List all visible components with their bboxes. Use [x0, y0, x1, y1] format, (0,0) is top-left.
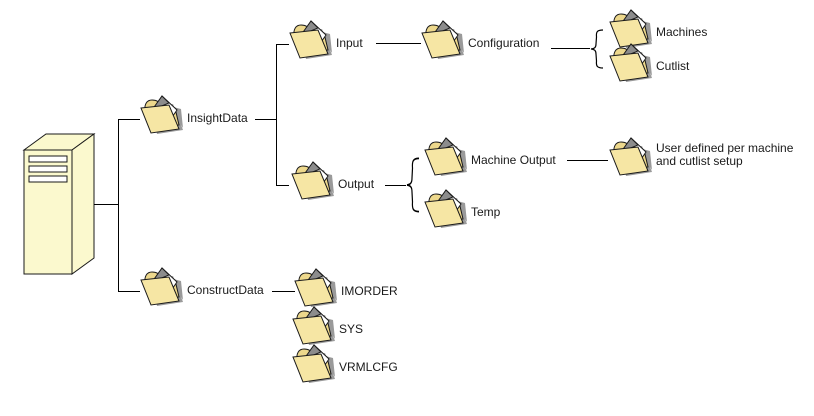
node-constructdata: ConstructData [139, 267, 264, 307]
server-node [21, 131, 97, 277]
folder-icon [291, 306, 337, 346]
folder-icon [423, 189, 469, 229]
user-defined-line2: and cutlist setup [656, 154, 743, 168]
node-temp: Temp [423, 189, 500, 229]
brace-configuration-children [590, 29, 604, 69]
connector-insightdata-out [255, 119, 276, 120]
folder-label-insightdata: InsightData [187, 111, 248, 125]
node-configuration: Configuration [420, 20, 539, 60]
brace-output-children [406, 157, 420, 213]
node-output: Output [290, 161, 374, 201]
folder-label-imorder: IMORDER [341, 284, 398, 298]
node-user-defined: User defined per machine and cutlist set… [608, 137, 793, 177]
folder-label-user-defined: User defined per machine and cutlist set… [656, 142, 793, 168]
node-cutlist: Cutlist [608, 43, 689, 83]
folder-icon [293, 268, 339, 308]
connector-output-brace [385, 185, 406, 186]
folder-label-configuration: Configuration [468, 36, 540, 50]
node-imorder: IMORDER [293, 268, 398, 308]
folder-icon [608, 43, 654, 83]
server-vent-slots [28, 155, 68, 183]
connector-trunk-root [118, 119, 119, 292]
folder-label-machines: Machines [656, 25, 708, 39]
folder-label-machine-output: Machine Output [471, 153, 556, 167]
folder-icon [290, 161, 336, 201]
node-machines: Machines [608, 9, 707, 49]
folder-label-vrmlcfg: VRMLCFG [339, 360, 398, 374]
folder-label-cutlist: Cutlist [656, 59, 690, 73]
connector-trunk-insightdata [276, 44, 277, 186]
connector-input-configuration [376, 43, 421, 44]
user-defined-line1: User defined per machine [656, 141, 794, 155]
folder-icon [420, 20, 466, 60]
folder-label-constructdata: ConstructData [187, 283, 264, 297]
folder-icon [291, 344, 337, 384]
connector-constructdata-imorder [272, 291, 295, 292]
folder-icon [423, 137, 469, 177]
folder-icon [608, 137, 654, 177]
folder-label-output: Output [338, 177, 375, 191]
connector-constructdata [118, 291, 140, 292]
connector-insightdata [118, 119, 140, 120]
server-icon [22, 133, 96, 275]
connector-machineoutput-userdefined [567, 160, 608, 161]
node-sys: SYS [291, 306, 363, 346]
connector-input [276, 44, 289, 45]
folder-label-sys: SYS [339, 322, 364, 336]
folder-label-temp: Temp [471, 205, 501, 219]
folder-label-input: Input [336, 36, 363, 50]
node-insightdata: InsightData [139, 95, 248, 135]
folder-icon [139, 267, 185, 307]
connector-configuration-brace [551, 48, 590, 49]
connector-output [276, 185, 289, 186]
folder-icon [288, 20, 334, 60]
node-vrmlcfg: VRMLCFG [291, 344, 398, 384]
node-machine-output: Machine Output [423, 137, 556, 177]
node-input: Input [288, 20, 363, 60]
connector-server-trunk [94, 204, 118, 205]
folder-icon [139, 95, 185, 135]
